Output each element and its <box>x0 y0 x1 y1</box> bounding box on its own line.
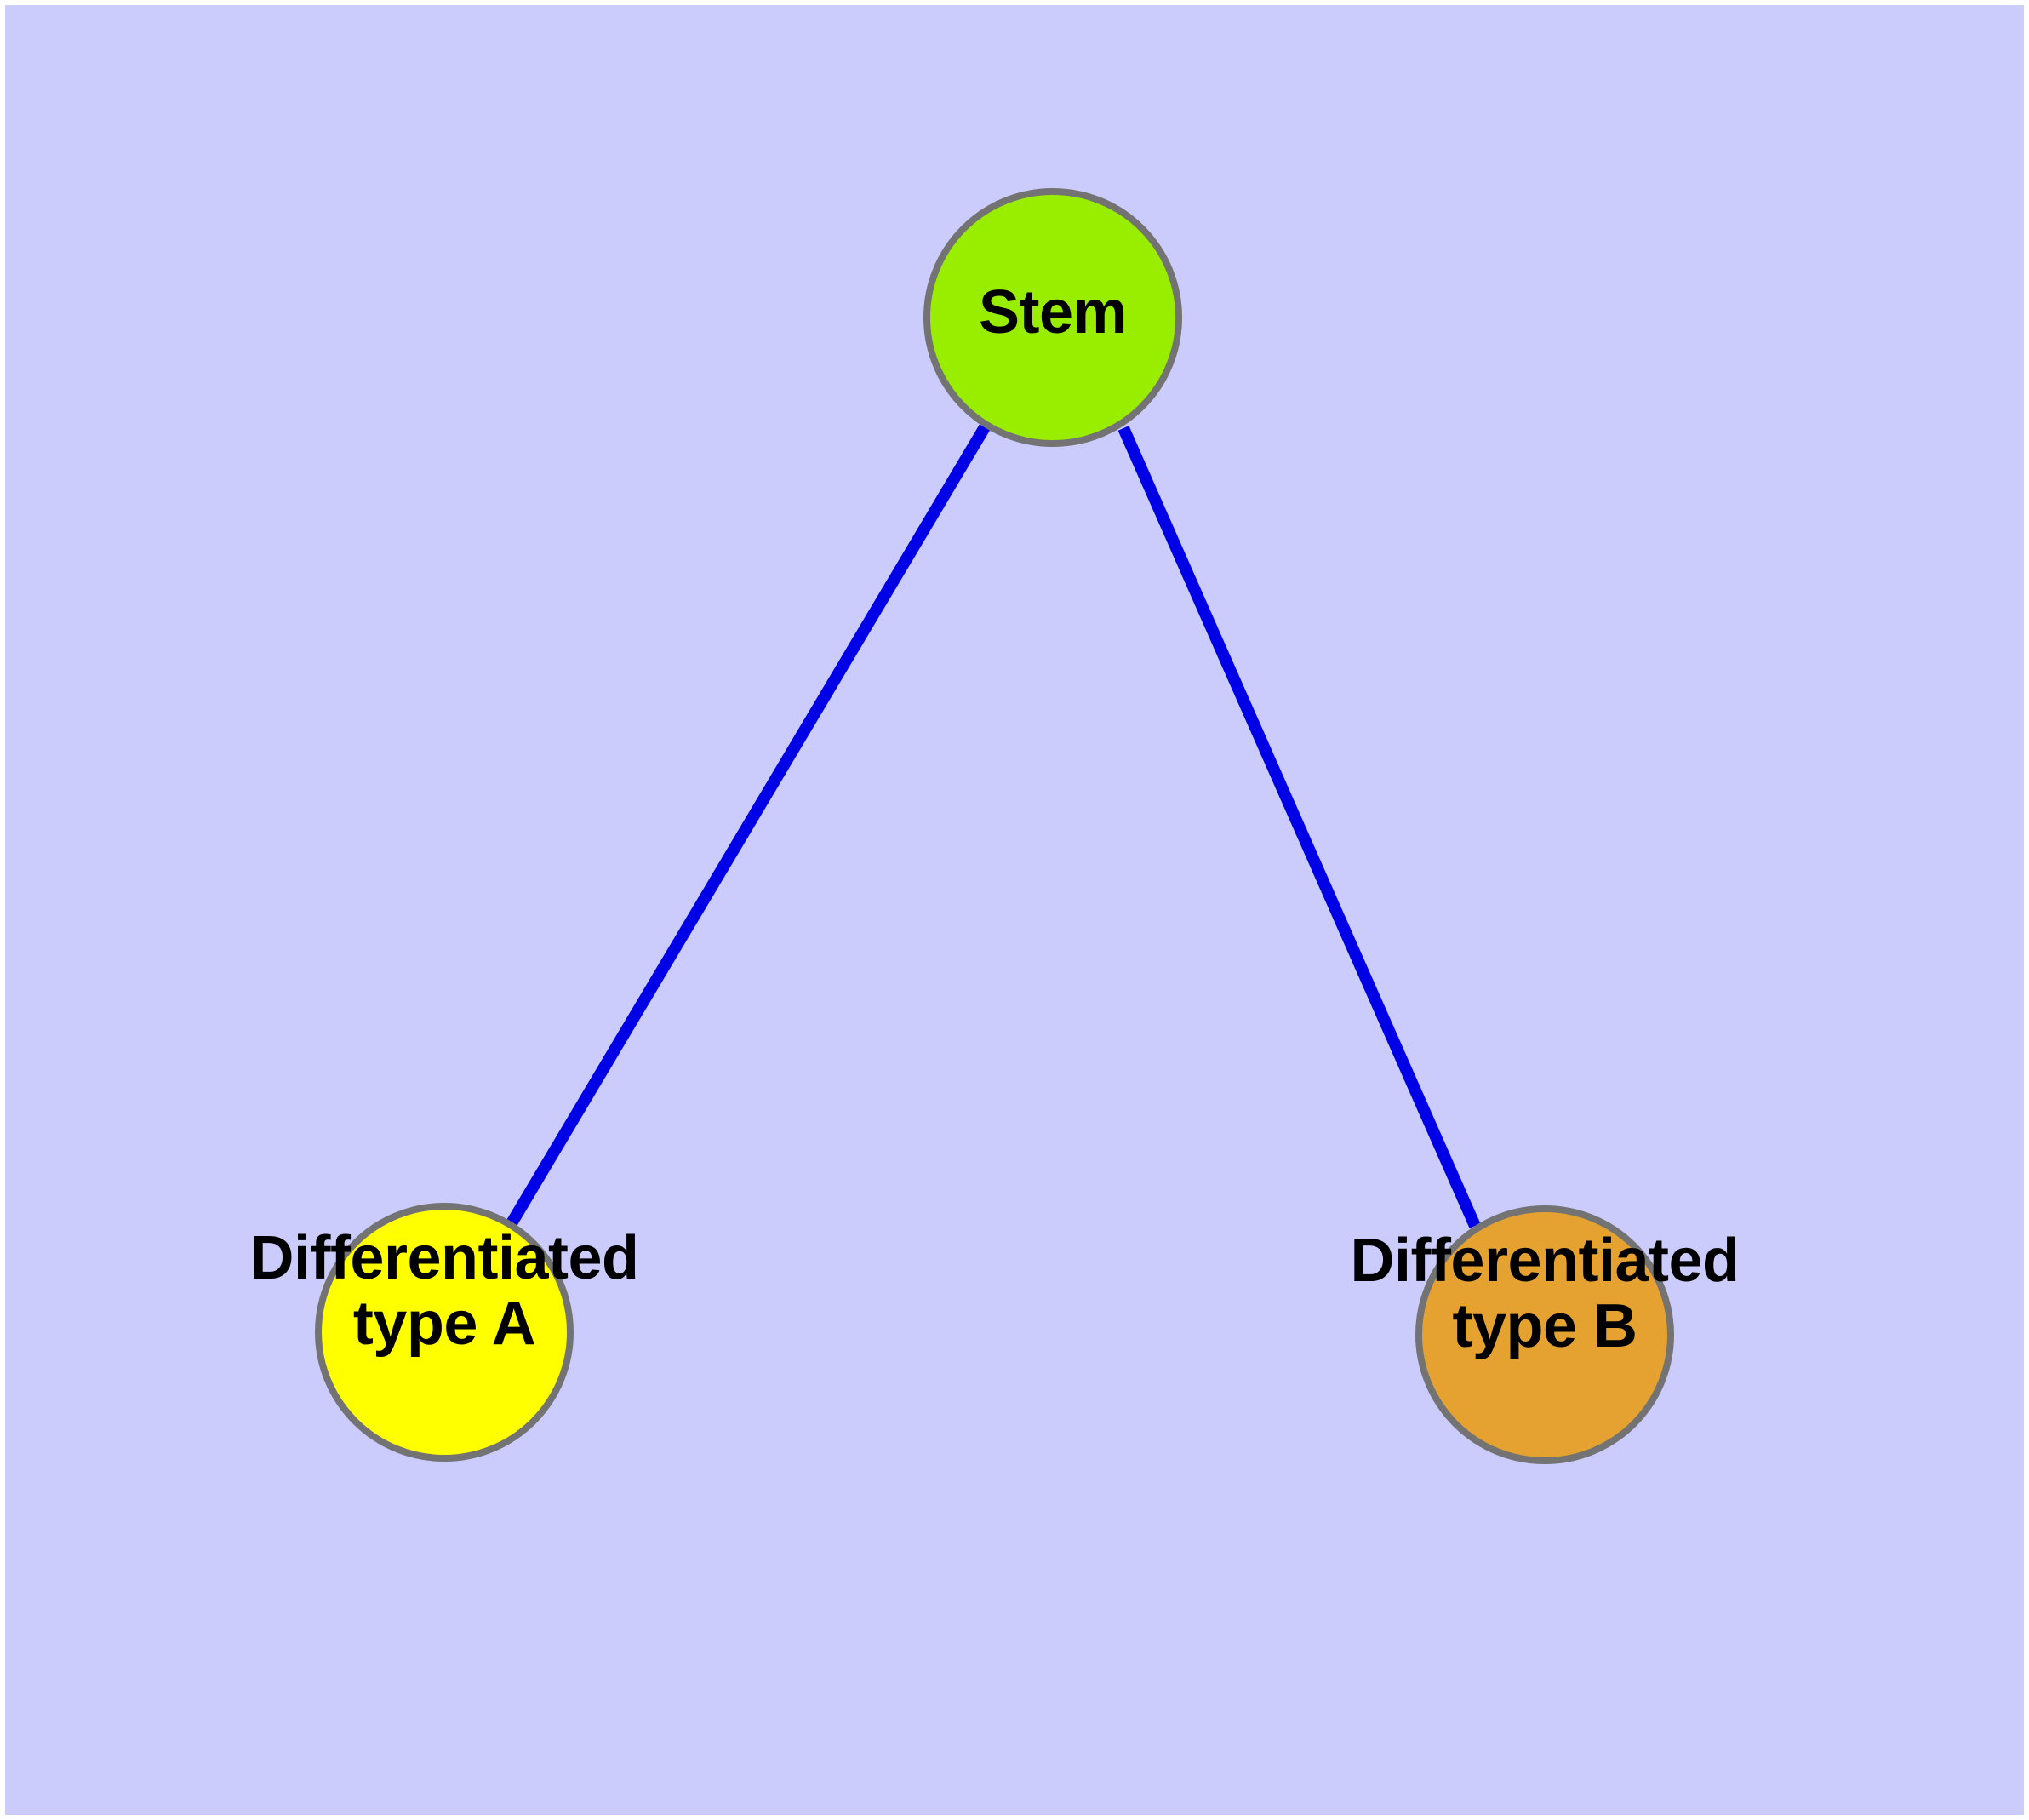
node-stem[interactable] <box>923 188 1182 447</box>
node-differentiated-type-a[interactable] <box>315 1203 574 1462</box>
edge-stem-to-differentiated-type-b <box>1117 426 1481 1228</box>
edge-stem-to-differentiated-type-a <box>506 424 991 1227</box>
node-differentiated-type-b[interactable] <box>1415 1205 1674 1464</box>
